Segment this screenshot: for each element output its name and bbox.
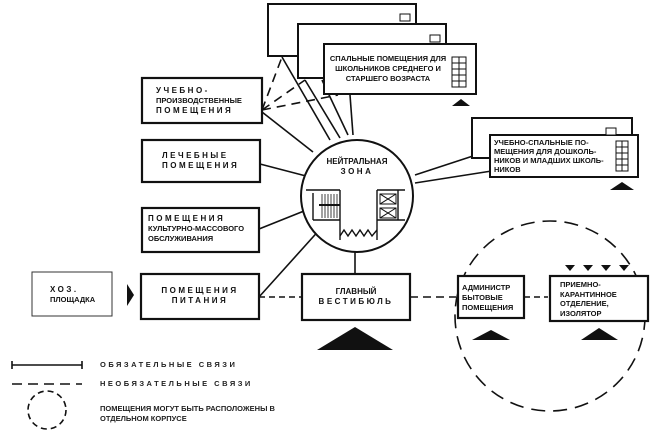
- utility-yard-label: ХОЗ. ПЛОЩАДКА: [50, 285, 95, 305]
- link-dining-neutral: [258, 226, 323, 298]
- main-entrance-triangle-icon: [317, 327, 393, 350]
- admin-line1: АДМИНИСТР: [462, 283, 511, 292]
- cultural-line3: ОБСЛУЖИВАНИЯ: [148, 234, 214, 243]
- link-junior1-neutral: [414, 154, 477, 176]
- dorm-junior-label: УЧЕБНО-СПАЛЬНЫЕ ПО-МЕЩЕНИЯ ДЛЯ ДОШКОЛЬ-Н…: [494, 138, 604, 174]
- link-workshop-neutral: [261, 111, 314, 153]
- link-box2-neutral: [304, 79, 341, 139]
- dining-line1: ПОМЕЩЕНИЯ: [161, 286, 239, 295]
- quarantine-label: ПРИЕМНО- КАРАНТИННОЕ ОТДЕЛЕНИЕ, ИЗОЛЯТОР: [560, 280, 617, 318]
- link-box3-neutral: [349, 94, 354, 136]
- cultural-box: [140, 206, 261, 254]
- workshop-label: УЧЕБНО- ПРОИЗВОДСТВЕННЫЕ ПОМЕЩЕНИЯ: [156, 86, 242, 116]
- neutral-zone-interior: [306, 189, 405, 240]
- quarantine-line4: ИЗОЛЯТОР: [560, 308, 602, 318]
- link-medical-neutral: [259, 163, 307, 177]
- neutral-zone-line2: ЗОНА: [340, 167, 374, 176]
- neutral-zone-line1: НЕЙТРАЛЬНАЯ: [326, 157, 388, 166]
- neutral-zone-label: НЕЙТРАЛЬНАЯ ЗОНА: [312, 157, 402, 177]
- chimney-icon: [605, 127, 617, 136]
- lobby-line1: ГЛАВНЫЙ: [335, 287, 377, 296]
- workshop-line3: ПОМЕЩЕНИЯ: [156, 106, 234, 115]
- admin-box: [456, 274, 526, 320]
- lobby-line2: ВЕСТИБЮЛЬ: [318, 297, 394, 306]
- entrance-down-icon: [601, 265, 611, 271]
- link-box1-neutral: [281, 56, 331, 141]
- legend-separate-building-label: ПОМЕЩЕНИЯ МОГУТ БЫТЬ РАСПОЛОЖЕНЫ В ОТДЕЛ…: [100, 404, 275, 423]
- arrow-right-icon: [127, 284, 134, 306]
- entrance-down-icon: [619, 265, 629, 271]
- elevator-icon: [379, 193, 397, 219]
- medical-box: [140, 138, 262, 184]
- workshop-line2: ПРОИЗВОДСТВЕННЫЕ: [156, 96, 242, 105]
- legend-dashed-circle: [27, 390, 67, 430]
- dining-line2: ПИТАНИЯ: [171, 296, 229, 305]
- quarantine-line3: ОТДЕЛЕНИЕ,: [560, 299, 609, 308]
- entrance-icons: [127, 99, 634, 350]
- dining-box: [139, 272, 261, 321]
- entrance-triangle-icon: [581, 328, 618, 340]
- chimney-icon: [399, 13, 411, 22]
- optional-links: [261, 56, 339, 111]
- admin-label: АДМИНИСТР БЫТОВЫЕ ПОМЕЩЕНИЯ: [462, 283, 513, 313]
- lobby-label: ГЛАВНЫЙ ВЕСТИБЮЛЬ: [302, 287, 410, 307]
- entrance-triangle-icon: [472, 330, 510, 340]
- utility-yard-box: [31, 271, 113, 317]
- cultural-line2: КУЛЬТУРНО-МАССОВОГО: [148, 224, 245, 233]
- workshop-line1: УЧЕБНО-: [156, 86, 210, 95]
- lobby-box: [300, 272, 412, 322]
- admin-line3: ПОМЕЩЕНИЯ: [462, 303, 514, 312]
- neutral-zone-circle: [300, 139, 414, 253]
- utility-yard-line2: ПЛОЩАДКА: [50, 295, 96, 304]
- link-junior2-neutral: [414, 169, 499, 184]
- legend-mandatory-label: ОБЯЗАТЕЛЬНЫЕ СВЯЗИ: [100, 360, 238, 369]
- medical-label: ЛЕЧЕБНЫЕ ПОМЕЩЕНИЯ: [162, 151, 239, 171]
- entrance-triangle-icon: [610, 182, 634, 190]
- grid-icon: [451, 56, 467, 88]
- dorm-box-front: [323, 43, 477, 95]
- quarantine-box: [548, 274, 650, 323]
- utility-yard-line1: ХОЗ.: [50, 285, 79, 294]
- link-cultural-neutral: [258, 208, 310, 230]
- chimney-icon: [429, 34, 441, 43]
- admin-line2: БЫТОВЫЕ: [462, 293, 503, 302]
- entrance-triangle-icon: [452, 99, 470, 106]
- dining-label: ПОМЕЩЕНИЯ ПИТАНИЯ: [141, 286, 259, 306]
- medical-line1: ЛЕЧЕБНЫЕ: [162, 151, 229, 160]
- legend-optional-label: НЕОБЯЗАТЕЛЬНЫЕ СВЯЗИ: [100, 379, 253, 388]
- stair-icon: [319, 194, 340, 218]
- quarantine-line2: КАРАНТИННОЕ: [560, 289, 617, 299]
- entrance-down-icon: [565, 265, 575, 271]
- quarantine-line1: ПРИЕМНО-: [560, 280, 601, 289]
- entrance-down-icon: [583, 265, 593, 271]
- cultural-label: ПОМЕЩЕНИЯ КУЛЬТУРНО-МАССОВОГО ОБСЛУЖИВАН…: [148, 214, 244, 244]
- workshop-box: [140, 76, 264, 125]
- junior-box-front: [489, 134, 639, 178]
- medical-line2: ПОМЕЩЕНИЯ: [162, 161, 240, 170]
- cultural-line1: ПОМЕЩЕНИЯ: [148, 214, 226, 223]
- grid-icon: [615, 140, 629, 172]
- dorm-senior-label: СПАЛЬНЫЕ ПОМЕЩЕНИЯ ДЛЯ ШКОЛЬНИКОВ СРЕДНЕ…: [329, 54, 447, 83]
